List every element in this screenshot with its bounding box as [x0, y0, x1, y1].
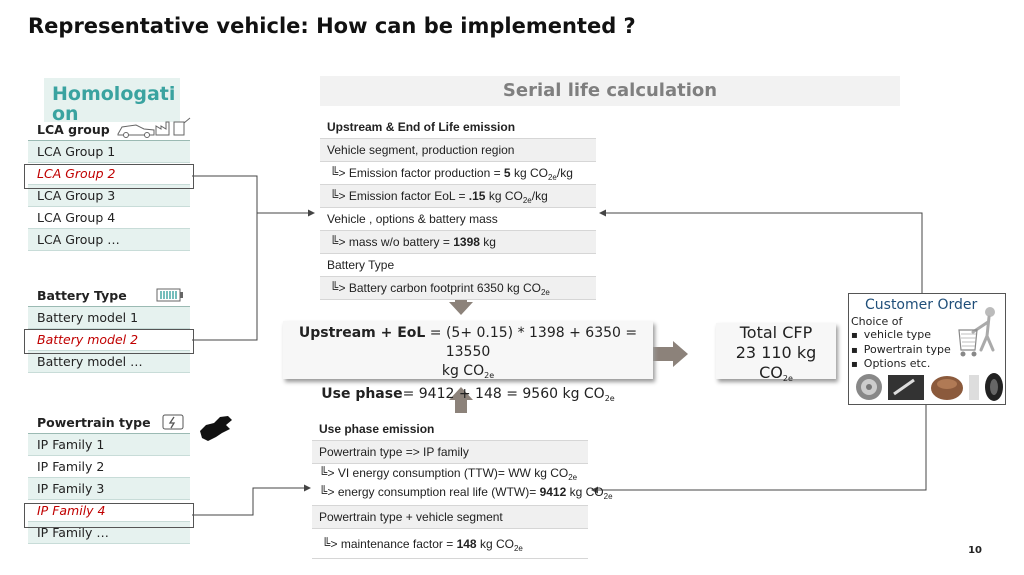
- battery-icon: [156, 288, 183, 302]
- vehicle-segment-label: Vehicle segment, production region: [320, 139, 596, 162]
- options-thumbnails: [854, 372, 1004, 402]
- total-cfp-box: Total CFP 23 110 kg CO2e: [716, 323, 836, 383]
- page-number: 10: [968, 545, 982, 556]
- powertrain-item[interactable]: IP Family 2: [28, 456, 190, 478]
- customer-order-item: Options etc.: [851, 357, 951, 372]
- options-images-icon: [856, 373, 1003, 401]
- emission-factor-eol: ╚> Emission factor EoL = .15 kg CO2e/kg: [320, 185, 596, 208]
- emission-factor-production: ╚> Emission factor production = 5 kg CO2…: [320, 162, 596, 185]
- lca-group-item[interactable]: LCA Group 3: [28, 185, 190, 207]
- connector-customer-to-upstream: [599, 209, 923, 293]
- real-life-energy-consumption: ╚> energy consumption real life (WTW)= 9…: [319, 485, 613, 501]
- customer-order-item: Powertrain type: [851, 343, 951, 358]
- vi-energy-consumption: ╚> VI energy consumption (TTW)= WW kg CO…: [319, 466, 578, 482]
- battery-type-table: Battery Type Battery model 1 Battery mod…: [28, 285, 190, 373]
- customer-order-title: Customer Order: [865, 297, 978, 313]
- calculation-box: Upstream + EoL = (5+ 0.15) * 1398 + 6350…: [283, 321, 653, 403]
- battery-type-label: Battery Type: [320, 254, 596, 277]
- connector-powertrain-to-usephase: [192, 484, 311, 516]
- upstream-header: Upstream & End of Life emission: [320, 116, 596, 139]
- vehicle-mass-label: Vehicle , options & battery mass: [320, 208, 596, 231]
- total-cfp-value: 23 110 kg: [735, 343, 817, 362]
- lca-group-item[interactable]: LCA Group 4: [28, 207, 190, 229]
- shopping-cart-figure-icon: [958, 307, 995, 357]
- use-phase-formula: Use phase= 9412 + 148 = 9560 kg CO2e: [321, 386, 615, 403]
- total-cfp-unit: CO2e: [759, 363, 793, 383]
- engine-map-icon: [162, 414, 232, 441]
- upstream-eol-unit: kg CO2e: [441, 363, 495, 380]
- arrow-up-icon: [449, 387, 473, 413]
- total-cfp-label: Total CFP: [739, 323, 813, 342]
- connector-battery-to-upstream: [192, 213, 258, 341]
- powertrain-item-selected[interactable]: IP Family 4: [28, 500, 190, 522]
- mass-without-battery: ╚> mass w/o battery = 1398 kg: [320, 231, 596, 254]
- lca-group-item[interactable]: LCA Group 1: [28, 141, 190, 163]
- powertrain-type-header: Powertrain type: [28, 412, 190, 434]
- lca-selection-box: [24, 164, 194, 189]
- powertrain-selection-box: [24, 503, 194, 528]
- battery-item[interactable]: Battery model …: [28, 351, 190, 373]
- battery-item-selected[interactable]: Battery model 2: [28, 329, 190, 351]
- powertrain-item[interactable]: IP Family 3: [28, 478, 190, 500]
- powertrain-ip-family-label: Powertrain type => IP family: [312, 441, 588, 464]
- lca-group-table: LCA group LCA Group 1 LCA Group 2 LCA Gr…: [28, 119, 190, 251]
- arrow-right-icon: [650, 341, 688, 367]
- lca-group-item[interactable]: LCA Group …: [28, 229, 190, 251]
- upstream-emission-table: Upstream & End of Life emission Vehicle …: [320, 116, 596, 300]
- powertrain-item[interactable]: IP Family 1: [28, 434, 190, 456]
- connector-customer-to-usephase: [591, 405, 927, 494]
- customer-order-box: Customer Order Choice of vehicle type Po…: [848, 293, 1006, 405]
- customer-order-subtitle: Choice of: [851, 315, 903, 328]
- powertrain-segment-label: Powertrain type + vehicle segment: [312, 506, 588, 529]
- connector-lca-to-upstream: [192, 175, 315, 217]
- customer-order-list: vehicle type Powertrain type Options etc…: [851, 328, 951, 372]
- car-factory-icon: [117, 117, 191, 138]
- battery-carbon-footprint: ╚> Battery carbon footprint 6350 kg CO2e: [320, 277, 596, 300]
- page-title: Representative vehicle: How can be imple…: [28, 14, 636, 38]
- battery-type-header: Battery Type: [28, 285, 190, 307]
- battery-selection-box: [24, 329, 194, 354]
- lca-group-header: LCA group: [28, 119, 190, 141]
- homologation-label: Homologation: [44, 78, 180, 122]
- upstream-eol-formula: Upstream + EoL = (5+ 0.15) * 1398 + 6350…: [298, 325, 638, 360]
- maintenance-factor: ╚> maintenance factor = 148 kg CO2e: [312, 529, 588, 559]
- customer-order-item: vehicle type: [851, 328, 951, 343]
- use-phase-emission-table: Use phase emission Powertrain type => IP…: [312, 418, 613, 559]
- serial-life-header: Serial life calculation: [320, 76, 900, 106]
- use-phase-header: Use phase emission: [312, 418, 588, 441]
- battery-item[interactable]: Battery model 1: [28, 307, 190, 329]
- lca-group-item-selected[interactable]: LCA Group 2: [28, 163, 190, 185]
- energy-consumption-block: ╚> VI energy consumption (TTW)= WW kg CO…: [312, 464, 613, 506]
